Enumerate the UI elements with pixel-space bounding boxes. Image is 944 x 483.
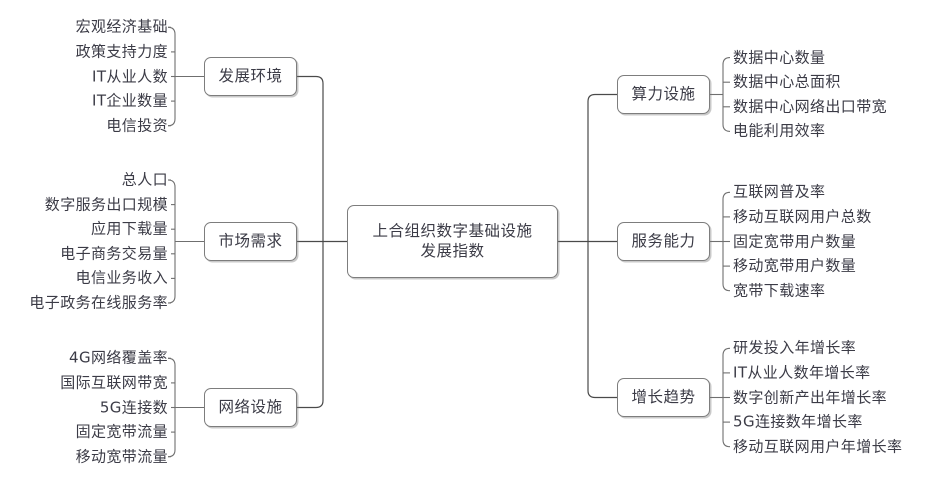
branch-label-right-2: 增长趋势 xyxy=(631,387,696,406)
leaf-label: 数字服务出口规模 xyxy=(44,195,168,214)
leaf-label: 电信业务收入 xyxy=(75,268,168,287)
leaf-label: 移动互联网用户年增长率 xyxy=(733,437,903,456)
leaf-label: 应用下载量 xyxy=(90,219,168,238)
leaf-label: 固定宽带流量 xyxy=(75,422,168,441)
branch-node-right-2[interactable]: 增长趋势 xyxy=(617,378,710,417)
leaf-label: 电子商务交易量 xyxy=(60,244,168,263)
leaf-label: 数据中心总面积 xyxy=(733,72,841,91)
branch-label-left-1: 市场需求 xyxy=(218,231,283,250)
leaf-label: 5G连接数 xyxy=(99,398,168,416)
leaf-label: 数据中心网络出口带宽 xyxy=(733,97,888,116)
branch-node-left-0[interactable]: 发展环境 xyxy=(204,57,297,96)
leaf-label: 移动互联网用户总数 xyxy=(733,207,872,226)
leaf-label: 电信投资 xyxy=(106,116,168,135)
branch-node-left-2[interactable]: 网络设施 xyxy=(204,388,297,427)
leaf-label: 4G网络覆盖率 xyxy=(69,348,168,367)
center-node[interactable]: 上合组织数字基础设施 发展指数 xyxy=(347,205,558,278)
leaf-label: 5G连接数年增长率 xyxy=(733,412,863,431)
branch-node-right-1[interactable]: 服务能力 xyxy=(617,222,710,261)
leaf-label: IT企业数量 xyxy=(92,91,168,110)
leaf-label: 互联网普及率 xyxy=(733,182,826,201)
leaf-label: 国际互联网带宽 xyxy=(60,373,168,392)
center-node-label-line2: 发展指数 xyxy=(420,241,485,260)
leaf-label: 移动宽带流量 xyxy=(75,447,168,466)
leaf-label: IT从业人数 xyxy=(92,67,168,85)
branch-node-right-0[interactable]: 算力设施 xyxy=(617,75,710,114)
leaf-label: 电子政务在线服务率 xyxy=(29,293,168,312)
leaf-label: 总人口 xyxy=(121,170,168,189)
leaf-label: 电能利用效率 xyxy=(733,121,826,140)
leaf-label: 固定宽带用户数量 xyxy=(733,232,857,250)
leaf-label: 数据中心数量 xyxy=(733,48,826,67)
branch-label-left-0: 发展环境 xyxy=(218,66,283,85)
leaf-label: 宏观经济基础 xyxy=(75,17,168,36)
branch-label-right-1: 服务能力 xyxy=(631,231,696,250)
center-node-label-line1: 上合组织数字基础设施 xyxy=(372,222,533,241)
leaf-label: 移动宽带用户数量 xyxy=(733,256,857,275)
branch-node-left-1[interactable]: 市场需求 xyxy=(204,222,297,261)
leaf-label: IT从业人数年增长率 xyxy=(733,363,871,382)
leaf-label: 研发投入年增长率 xyxy=(733,338,857,357)
leaf-label: 政策支持力度 xyxy=(75,42,168,61)
leaf-label: 数字创新产出年增长率 xyxy=(733,388,888,406)
leaf-label: 宽带下载速率 xyxy=(733,281,826,300)
branch-label-left-2: 网络设施 xyxy=(218,397,283,416)
branch-label-right-0: 算力设施 xyxy=(631,84,696,103)
